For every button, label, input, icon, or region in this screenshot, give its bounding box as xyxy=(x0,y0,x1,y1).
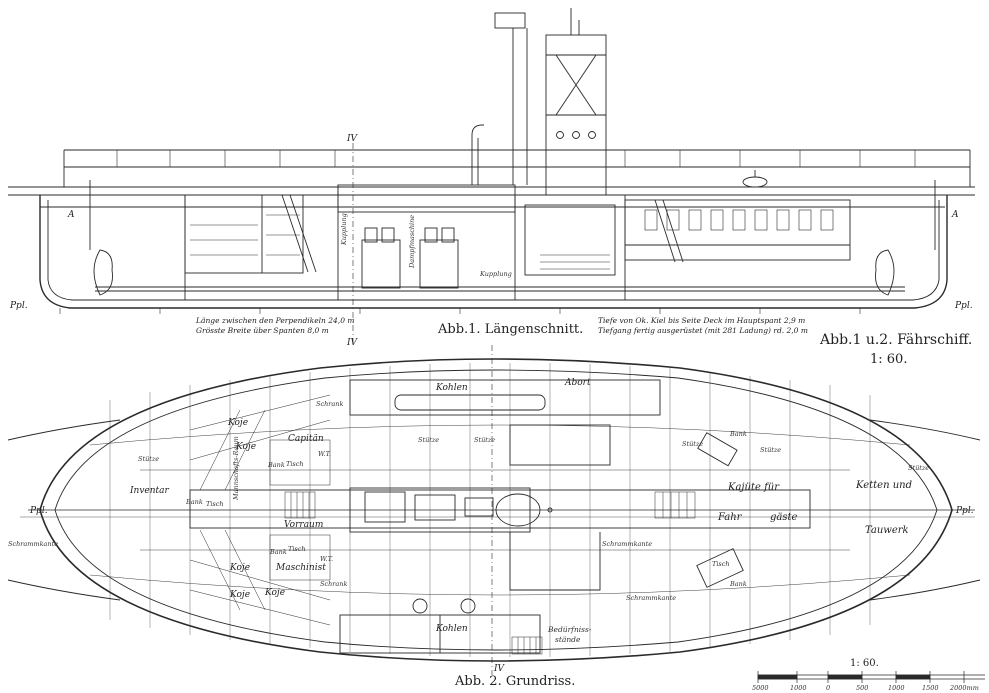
label-schrammkante-2: Schrammkante xyxy=(602,540,653,548)
label-koje-5: Koje xyxy=(265,588,286,598)
label-schrammkante-1: Schrammkante xyxy=(8,540,59,548)
plan-view xyxy=(7,345,981,675)
label-tauwerk: Tauwerk xyxy=(865,525,909,536)
label-schrammkante-3: Schrammkante xyxy=(626,594,677,602)
label-abort: Abort xyxy=(565,378,591,388)
scale-tick-5: 1000 xyxy=(888,684,905,692)
scale-tick-4: 500 xyxy=(856,684,869,692)
label-kohlen-top: Kohlen xyxy=(436,383,468,393)
label-gaste: gäste xyxy=(770,512,798,523)
label-stande: stände xyxy=(555,635,581,644)
label-koje-1: Koje xyxy=(228,418,249,428)
label-kajute: Kajüte für xyxy=(728,482,780,493)
label-kapitan: Capitän xyxy=(288,434,324,444)
caption-langenschnitt: Abb.1. Längenschnitt. xyxy=(438,322,584,337)
label-kupplung-1: Kupplung xyxy=(340,213,348,245)
ppl-right-2: Ppl. xyxy=(956,506,974,516)
label-koje-3: Koje xyxy=(230,563,251,573)
label-a-left: A xyxy=(68,210,75,220)
spec-right-2: Tiefgang fertig ausgerüstet (mit 281 Lad… xyxy=(598,326,808,335)
caption-grundriss: Abb. 2. Grundriss. xyxy=(455,674,576,689)
section-bottom-2: IV xyxy=(494,664,505,674)
ppl-right-1: Ppl. xyxy=(955,301,973,311)
label-kohlen-bottom: Kohlen xyxy=(436,624,468,634)
label-stutze-6: Stütze xyxy=(908,464,930,472)
label-wt-1: W.T. xyxy=(318,450,332,458)
label-schrank-1: Schrank xyxy=(316,400,344,408)
label-stutze-3: Stütze xyxy=(474,436,496,444)
label-bank-2: Bank xyxy=(186,498,203,506)
section-bottom-1: IV xyxy=(347,338,358,348)
label-tisch-4: Tisch xyxy=(712,560,730,568)
longitudinal-section xyxy=(8,8,975,345)
label-bank-3: Bank xyxy=(270,548,287,556)
figure-title: Abb.1 u.2. Fährschiff. xyxy=(820,332,973,348)
label-tisch-1: Tisch xyxy=(286,460,304,468)
ppl-left-1: Ppl. xyxy=(10,301,28,311)
scale-tick-3: 0 xyxy=(826,684,831,692)
label-vorraum: Vorraum xyxy=(284,520,324,530)
figure-scale: 1: 60. xyxy=(870,352,908,367)
spec-left-1: Länge zwischen den Perpendikeln 24,0 m xyxy=(196,316,355,325)
label-wt-2: W.T. xyxy=(320,555,334,563)
label-stutze-2: Stütze xyxy=(418,436,440,444)
scale-tick-6: 1500 xyxy=(922,684,939,692)
ppl-left-2: Ppl. xyxy=(30,506,48,516)
scale-tick-7: 2000mm xyxy=(950,684,979,692)
scale-bar xyxy=(757,671,985,683)
scale-bar-title: 1: 60. xyxy=(850,658,879,669)
label-tisch-2: Tisch xyxy=(206,500,224,508)
label-schrank-2: Schrank xyxy=(320,580,348,588)
label-mannschaft: Mannschafts-Raum xyxy=(232,436,240,500)
label-fahr: Fahr xyxy=(718,512,742,523)
label-a-right: A xyxy=(952,210,959,220)
label-bank-5: Bank xyxy=(730,580,747,588)
label-bank-1: Bank xyxy=(268,461,285,469)
label-bank-4: Bank xyxy=(730,430,747,438)
label-tisch-3: Tisch xyxy=(288,545,306,553)
label-maschinist: Maschinist xyxy=(276,563,326,573)
scale-tick-2: 1000 xyxy=(790,684,807,692)
spec-right-1: Tiefe von Ok. Kiel bis Seite Deck im Hau… xyxy=(598,316,806,325)
label-inventar: Inventar xyxy=(130,486,169,496)
label-dampfmaschine: Dampfmaschine xyxy=(408,214,416,268)
label-koje-2: Koje xyxy=(236,442,257,452)
label-ketten: Ketten und xyxy=(856,480,912,491)
section-top: IV xyxy=(347,134,358,144)
label-bedurfnis: Bedürfniss- xyxy=(548,625,592,634)
scale-tick-1: 5000 xyxy=(752,684,769,692)
spec-left-2: Grösste Breite über Spanten 8,0 m xyxy=(196,326,329,335)
label-stutze-1: Stütze xyxy=(138,455,160,463)
label-kupplung-2: Kupplung xyxy=(480,270,512,278)
label-stutze-5: Stütze xyxy=(760,446,782,454)
label-koje-4: Koje xyxy=(230,590,251,600)
label-stutze-4: Stütze xyxy=(682,440,704,448)
